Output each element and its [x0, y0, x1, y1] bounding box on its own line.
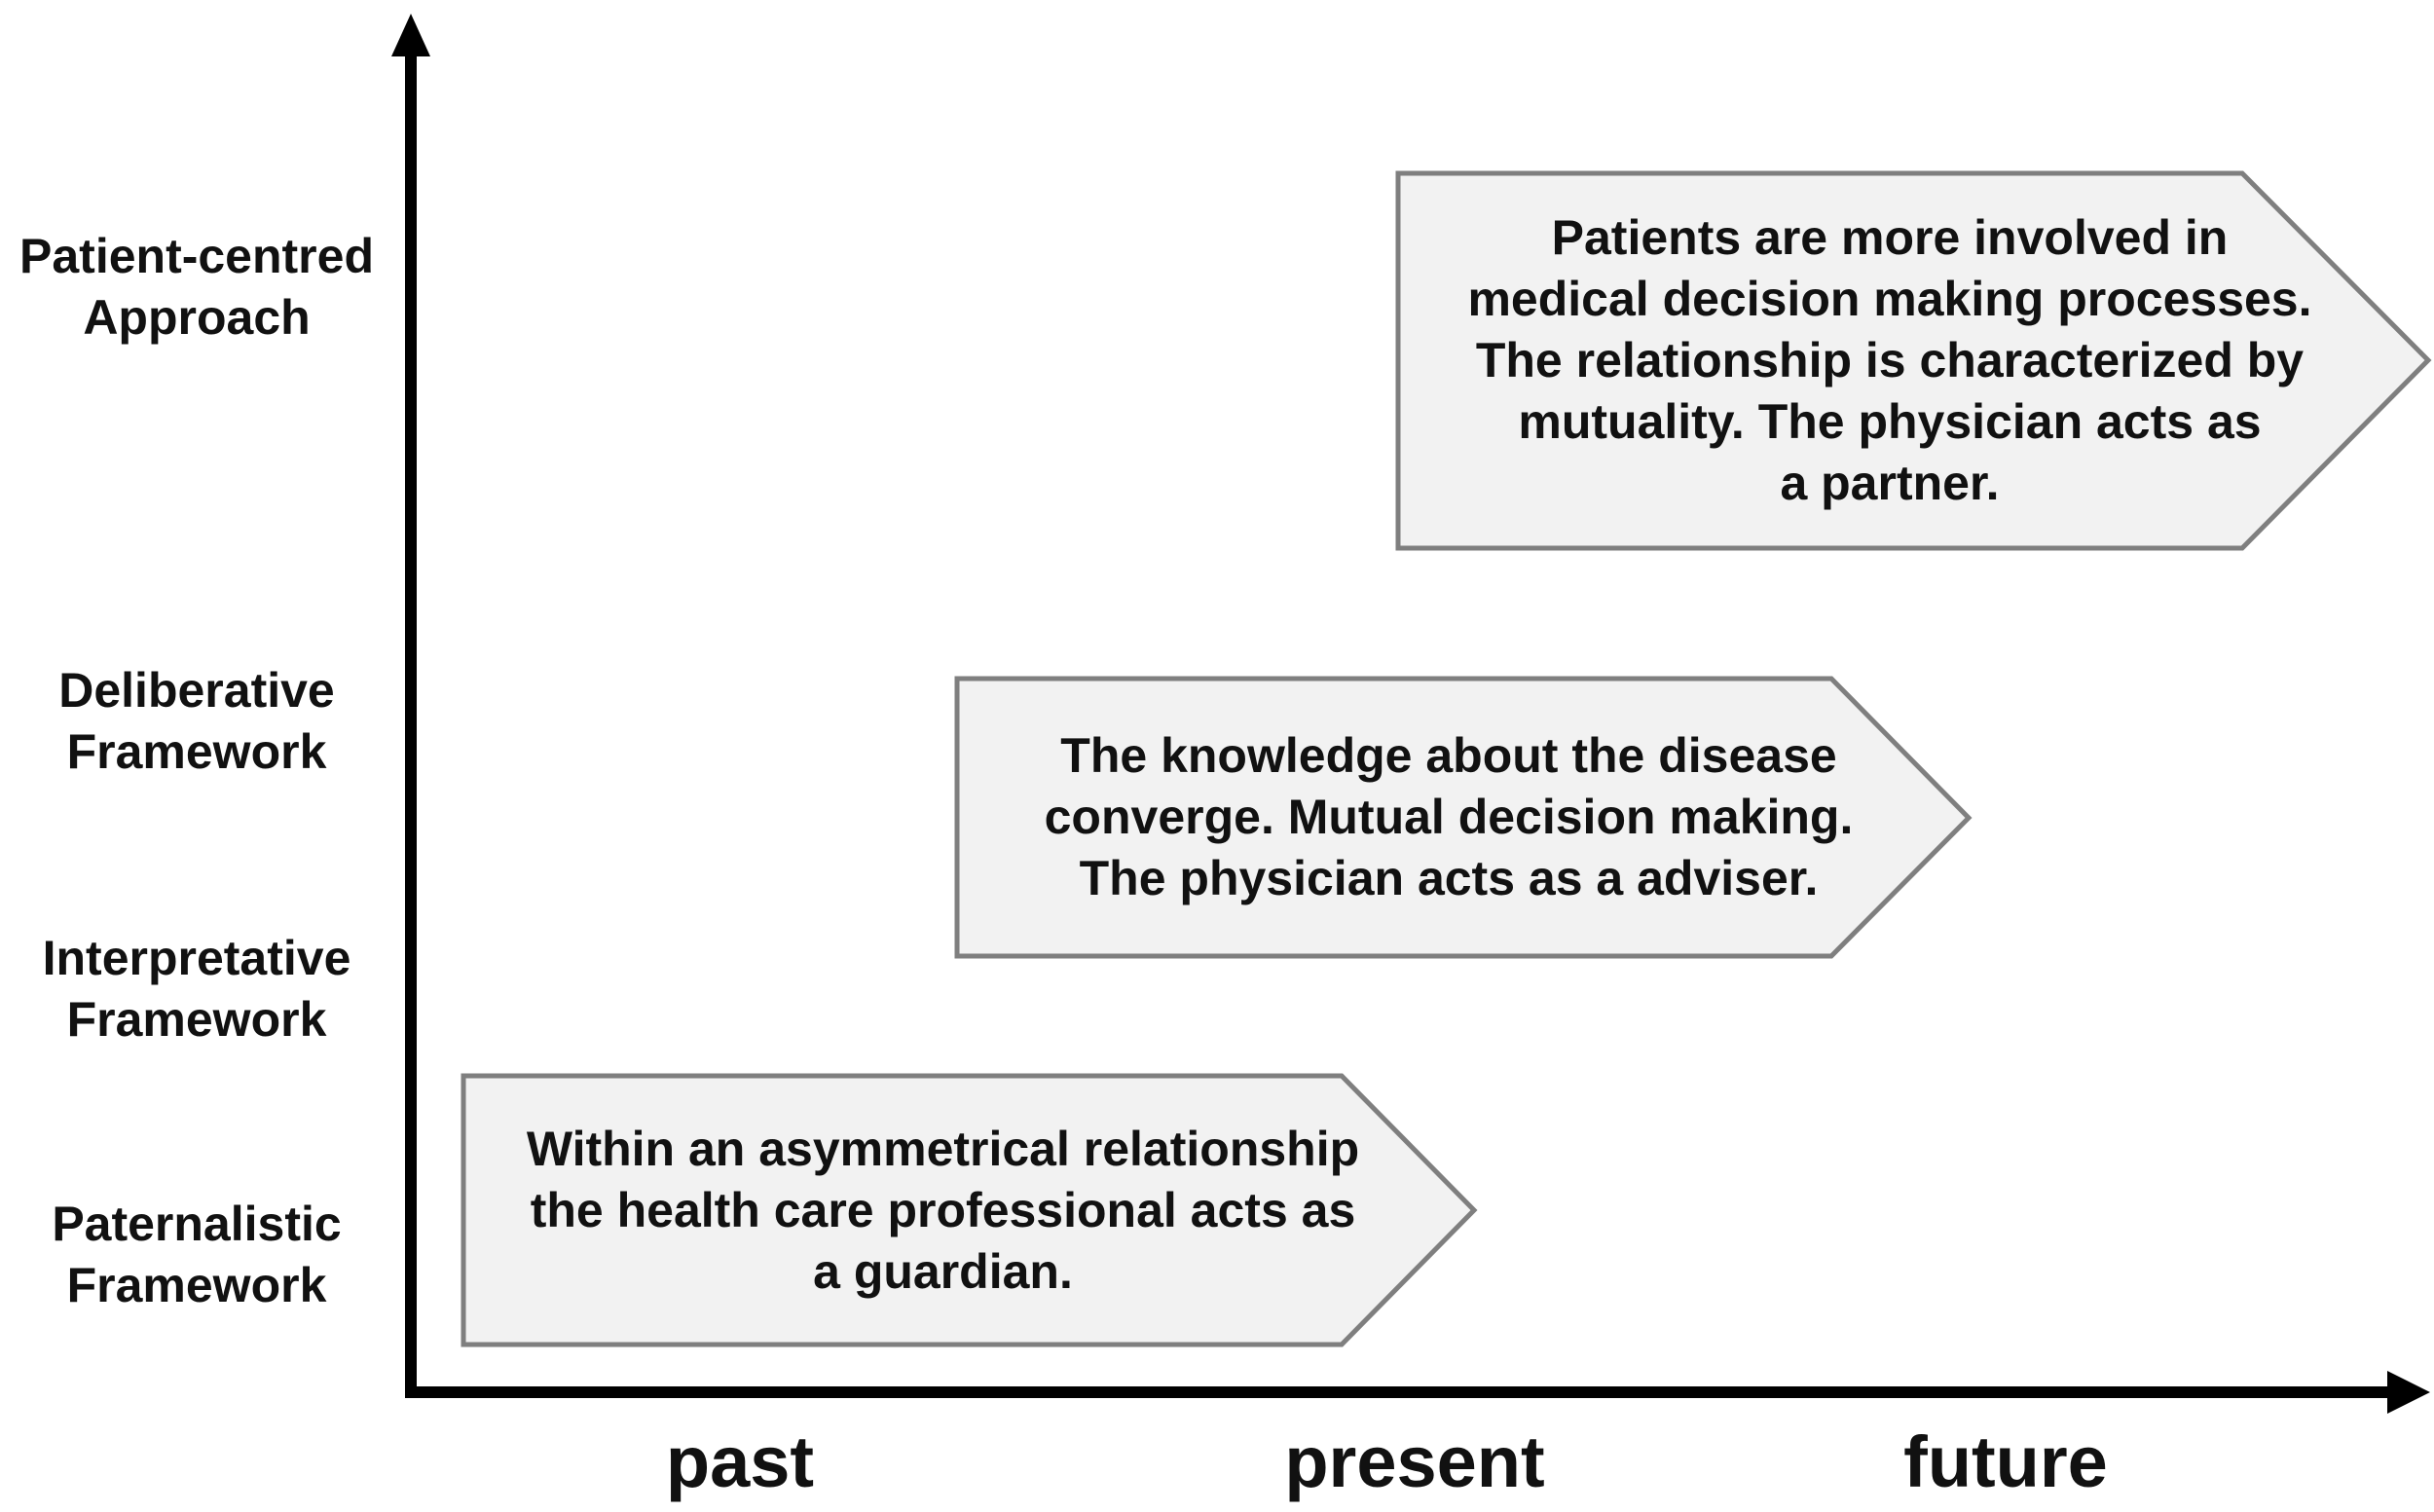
x-label-present: present — [1284, 1421, 1545, 1502]
arrow-text-deliberative: The knowledge about the disease converge… — [1044, 728, 1854, 905]
y-label-patient-centred: Patient-centred Approach — [19, 229, 374, 345]
y-axis-arrowhead — [391, 14, 430, 56]
y-label-paternalistic: Paternalistic Framework — [52, 1197, 342, 1312]
x-axis-arrowhead — [2387, 1371, 2430, 1414]
y-label-deliberative: Deliberative Framework — [58, 663, 335, 779]
y-label-interpretative: Interpretative Framework — [42, 931, 351, 1047]
x-label-future: future — [1903, 1421, 2108, 1502]
x-label-past: past — [665, 1421, 815, 1502]
arrow-shape-paternalistic — [461, 1073, 1478, 1347]
arrow-text-paternalistic: Within an asymmetrical relationship the … — [526, 1121, 1360, 1299]
arrow-shape-patient-centred — [1395, 170, 2432, 551]
arrow-shape-deliberative — [954, 676, 1973, 959]
arrow-text-patient-centred: Patients are more involved in medical de… — [1467, 210, 2312, 510]
